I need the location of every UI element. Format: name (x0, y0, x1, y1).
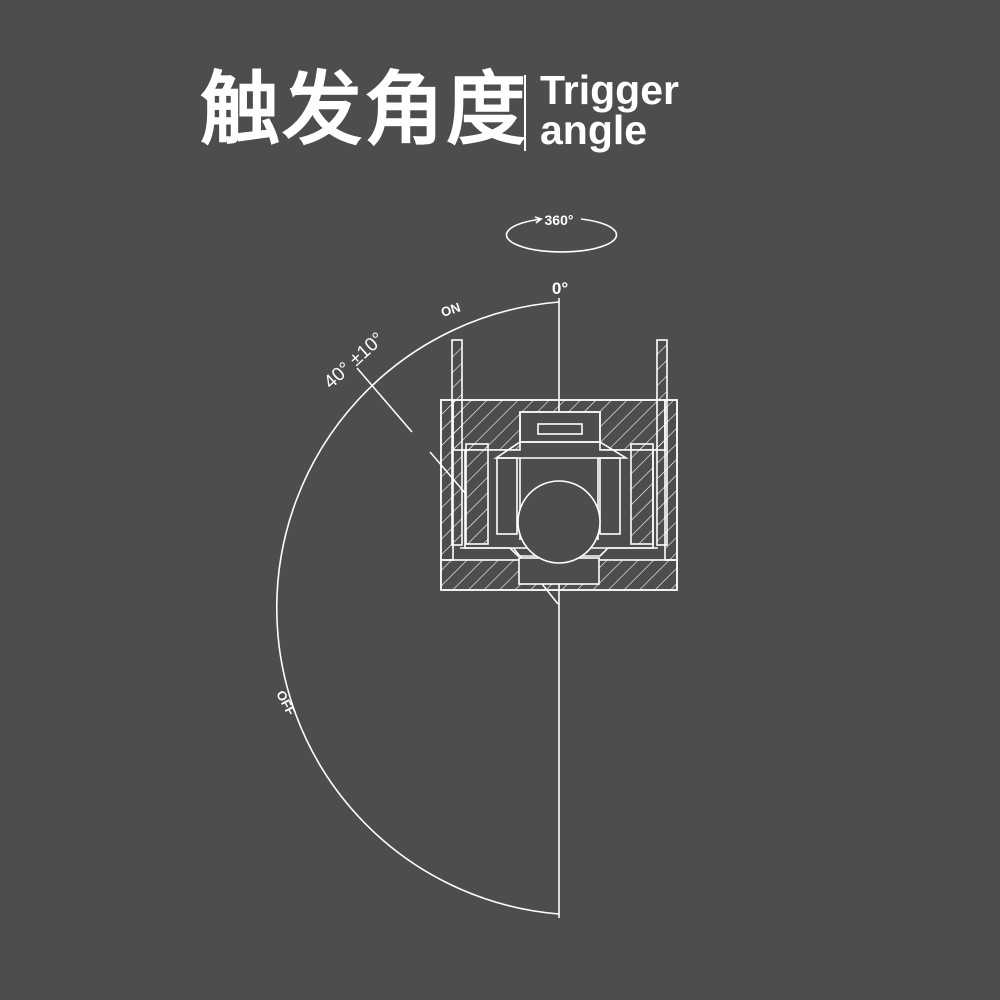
title-english: Trigger angle (540, 67, 679, 153)
rolling-ball (517, 480, 601, 564)
rotation-indicator: 360° (505, 212, 618, 253)
rotation-ellipse (505, 218, 618, 253)
left-wall (440, 399, 454, 561)
right-inner-plate (630, 443, 654, 545)
rotation-arrow-icon (534, 216, 543, 224)
swing-arc (276, 301, 560, 915)
title-chinese: 触发角度 (200, 63, 528, 156)
rotation-label: 360° (545, 212, 574, 228)
left-guide-post (496, 457, 518, 535)
contact-bridge (493, 441, 629, 459)
seat-recess (518, 557, 600, 585)
title-english-line1: Trigger (540, 67, 679, 113)
right-guide-post (599, 457, 621, 535)
trigger-angle-label: 40° ±10° (320, 329, 388, 394)
title-divider (524, 75, 526, 151)
zero-degree-label: 0° (552, 279, 568, 298)
sensor-housing (440, 339, 678, 591)
title-english-line2: angle (540, 107, 648, 153)
terminal-slot (537, 423, 583, 435)
trigger-line-upper (356, 367, 413, 433)
right-wall (664, 399, 678, 561)
left-inner-plate (465, 443, 489, 545)
on-label: ON (439, 300, 462, 320)
